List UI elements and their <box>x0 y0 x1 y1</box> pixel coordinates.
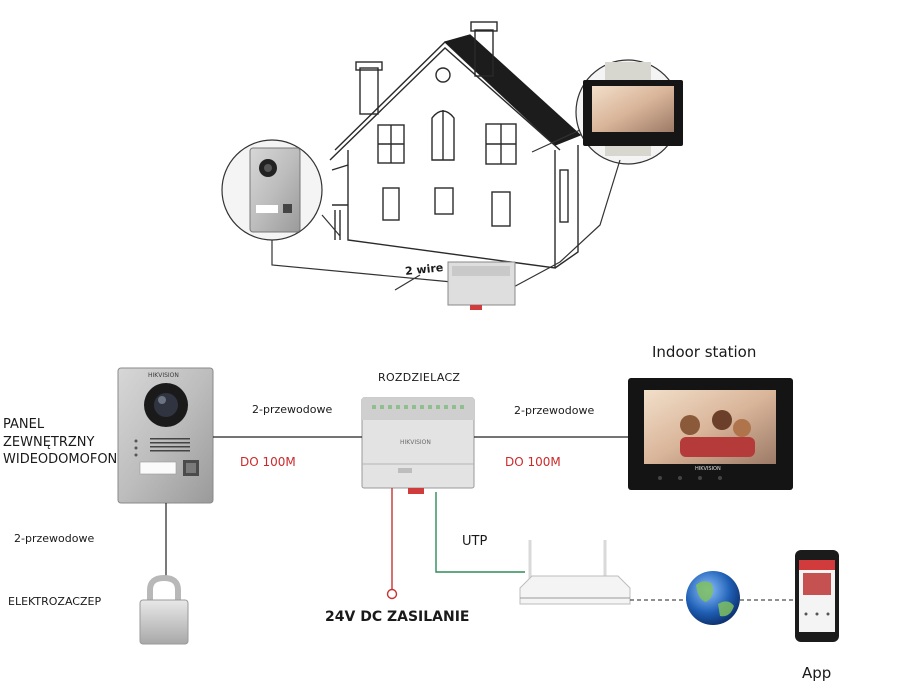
brand-panel: HIKVISION <box>148 372 179 379</box>
label-panel-line2: ZEWNĘTRZNY <box>3 434 95 450</box>
smartphone-icon <box>795 550 839 642</box>
label-distance-left: DO 100M <box>240 455 296 469</box>
label-distance-right: DO 100M <box>505 455 561 469</box>
power-line <box>386 488 398 600</box>
label-rozdzielacz: ROZDZIELACZ <box>378 371 461 384</box>
distributor-icon <box>447 261 516 310</box>
label-panel-line1: PANEL <box>3 417 45 432</box>
monitor-icon <box>531 59 683 165</box>
brand-monitor: HIKVISION <box>695 466 721 472</box>
house-icon <box>329 21 582 269</box>
door-panel-icon <box>117 367 214 504</box>
distributor-icon <box>361 397 475 494</box>
label-panel: PANEL ZEWNĘTRZNY WIDEODOMOFON <box>3 416 117 469</box>
label-wire-left: 2-przewodowe <box>252 403 333 416</box>
label-wire-right: 2-przewodowe <box>514 404 595 417</box>
brand-distributor: HIKVISION <box>400 439 431 446</box>
door-panel-icon <box>221 139 341 241</box>
label-app: App <box>802 664 832 682</box>
label-power: 24V DC ZASILANIE <box>325 609 470 625</box>
signal-wiring <box>165 436 628 578</box>
label-wire-down: 2-przewodowe <box>14 532 95 545</box>
utp-line <box>435 492 525 573</box>
label-indoor-station: Indoor station <box>652 343 757 361</box>
top-wiring <box>271 159 621 291</box>
globe-icon <box>686 571 740 625</box>
label-lock: ELEKTROZACZEP <box>8 595 102 608</box>
padlock-icon <box>139 574 189 645</box>
label-panel-line3: WIDEODOMOFON <box>3 452 118 468</box>
monitor-icon <box>628 378 793 490</box>
router-icon <box>519 540 631 605</box>
label-utp: UTP <box>462 534 488 549</box>
